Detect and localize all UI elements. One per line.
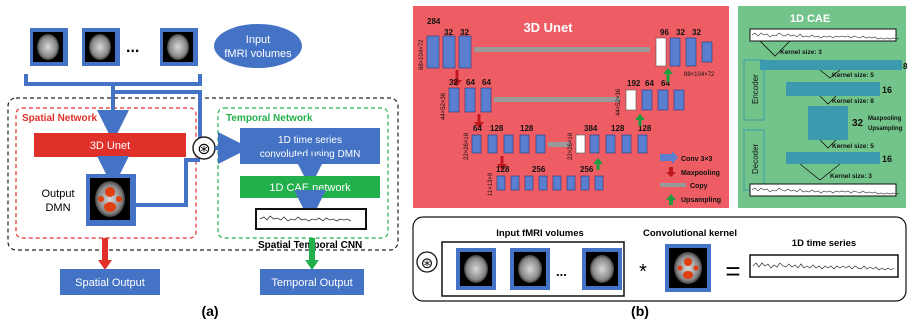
output-dmn-line2: DMN — [45, 202, 70, 214]
temporal-network-box — [217, 107, 389, 239]
conv-kernel-volume — [665, 244, 711, 292]
kernel-size-3-top-text: Kernel size: 3 — [780, 49, 822, 56]
n128e-text: 128 — [496, 165, 510, 174]
n64e-text: 64 — [473, 124, 482, 133]
unet-box — [34, 133, 186, 157]
dim-top-right-text: 88×104×72 — [684, 72, 715, 78]
dim-l4-text: 11×13×9 — [488, 172, 494, 196]
conv-input-volume-1 — [456, 248, 496, 290]
n128a-text: 128 — [490, 124, 504, 133]
n32e-text: 32 — [449, 78, 458, 87]
input-ellipsis: ... — [126, 39, 139, 56]
caption-a: (a) — [201, 303, 218, 319]
conv-input-volume-2 — [510, 248, 550, 290]
input-label-line2: fMRI volumes — [224, 48, 292, 60]
dim-l2-text: 44×52×36 — [441, 92, 447, 120]
input-volume-3 — [160, 28, 198, 66]
copy-text: Copy — [690, 183, 708, 190]
n64d-text: 64 — [661, 79, 670, 88]
n64a-text: 64 — [466, 78, 475, 87]
cae-label: 1D CAE network — [269, 182, 351, 194]
cae-title: 1D CAE — [790, 13, 830, 25]
n32b-text: 32 — [460, 28, 469, 37]
n384-text: 384 — [584, 124, 598, 133]
upsampling-text: Upsampling — [868, 126, 903, 132]
conv-input-volume-3 — [582, 248, 622, 290]
temporal-output-box — [260, 269, 364, 295]
spatial-output-label: Spatial Output — [75, 277, 145, 289]
kernel-size-3-bottom-text: Kernel size: 3 — [830, 173, 872, 180]
temporal-timeseries-box — [255, 208, 367, 230]
conv-operator-icon-b — [416, 251, 438, 273]
n192-text: 192 — [627, 79, 641, 88]
n32-text: 32 — [852, 118, 864, 129]
n64b-text: 64 — [482, 78, 491, 87]
input-volume-1 — [30, 28, 68, 66]
n256a-text: 256 — [532, 165, 546, 174]
conv-box-line2: convoluted using DMN — [260, 149, 361, 160]
unet-title: 3D Unet — [523, 20, 573, 35]
conv-text: Conv 3×3 — [681, 156, 712, 163]
equals-text: = — [725, 256, 740, 286]
n256b-text: 256 — [580, 165, 594, 174]
cae-network-box — [240, 176, 380, 198]
conv-box-line1: 1D time series — [278, 135, 342, 146]
n16-bottom-text: 16 — [882, 154, 892, 164]
ellipsis-text: ... — [556, 264, 567, 279]
dim-top-left-text: 88×104×72 — [419, 39, 425, 70]
encoder-label: Encoder — [751, 74, 760, 104]
conv-timeseries-output — [749, 254, 899, 278]
kernel-title-text: Convolutional kernel — [643, 228, 737, 239]
maxpool-text: Maxpooling — [681, 170, 720, 177]
dim-l2r-text: 44×52×36 — [616, 88, 622, 116]
n8-text: 8 — [903, 62, 908, 71]
output-dmn-line1: Output — [41, 188, 74, 200]
output-dmn-volume — [86, 174, 136, 226]
unet-label: 3D Unet — [90, 140, 130, 152]
n32d-text: 32 — [692, 28, 701, 37]
spatial-output-box — [60, 269, 160, 295]
kernel-size-5-bottom-text: Kernel size: 5 — [832, 143, 874, 150]
asterisk-text: * — [639, 261, 647, 283]
kernel-size-8-text: Kernel size: 8 — [832, 98, 874, 105]
input-label-line1: Input — [246, 34, 270, 46]
maxpooling-text: Maxpooling — [868, 116, 902, 122]
input-brace — [24, 74, 202, 86]
temporal-output-label: Temporal Output — [271, 277, 352, 289]
st-cnn-box — [7, 97, 399, 251]
n16-top-text: 16 — [882, 85, 892, 95]
n128c-text: 128 — [611, 124, 625, 133]
unet-legend: Conv 3×3 Maxpooling Copy Upsampling — [660, 151, 721, 205]
n32c-text: 32 — [676, 28, 685, 37]
timeseries-title-text: 1D time series — [792, 238, 856, 249]
upsampling-text: Upsampling — [681, 197, 721, 204]
panel-b-convolution: ⊛ Input fMRI volumes ... * Convolutional… — [412, 216, 907, 302]
panel-b-cae: 1D CAE Kernel size: 3 Encoder 8 Kernel s… — [738, 6, 908, 208]
n128d-text: 128 — [638, 124, 652, 133]
dim-l3-text: 22×26×18 — [464, 132, 470, 160]
panel-b-unet: 3D Unet 284 32 32 88×104×72 96 32 32 88×… — [413, 6, 729, 208]
conv-symbol-text: ⊛ — [421, 255, 434, 272]
n32a-text: 32 — [444, 28, 453, 37]
input-volume-2 — [82, 28, 120, 66]
conv-symbol-text: ⊛ — [197, 141, 210, 158]
panel-a: ... Input fMRI volumes Spatial Network T… — [7, 24, 399, 319]
temporal-network-title: Temporal Network — [226, 113, 313, 124]
kernel-size-5-top-text: Kernel size: 5 — [832, 72, 874, 79]
decoder-label: Decoder — [751, 143, 760, 174]
caption-b: (b) — [631, 303, 649, 319]
n96-text: 96 — [660, 28, 669, 37]
input-label-ellipse — [214, 24, 302, 68]
n128b-text: 128 — [520, 124, 534, 133]
dim-l3r-text: 22×26×18 — [568, 132, 574, 160]
n284-text: 284 — [427, 17, 441, 26]
n64c-text: 64 — [645, 79, 654, 88]
spatial-network-title: Spatial Network — [22, 113, 97, 124]
input-title-text: Input fMRI volumes — [496, 228, 584, 239]
